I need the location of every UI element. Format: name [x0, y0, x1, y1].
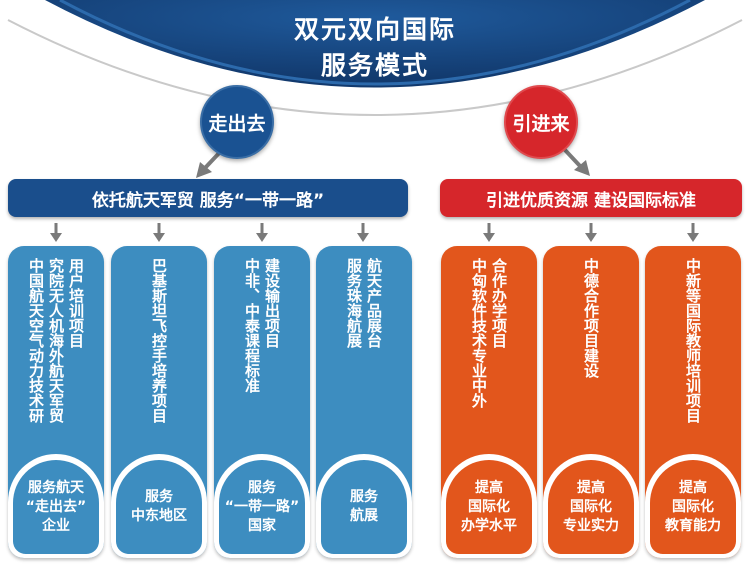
project-line: 服务珠海航展: [345, 258, 363, 348]
column-arrow-4: [357, 223, 369, 242]
goal-line: 提高: [475, 479, 503, 496]
goal-text-2: 服务 中东地区: [116, 460, 202, 554]
project-line: 中新等国际教师培训项目: [684, 258, 702, 423]
project-text-1: 中国航天空气动力技术研 究院无人机海外航天军贸 用户培训项目: [8, 258, 104, 468]
column-arrows: [50, 223, 699, 242]
project-text-4: 服务珠海航展 航天产品展台: [316, 258, 412, 468]
project-text-2: 巴基斯坦飞控手培养项目: [111, 258, 207, 468]
project-line: 究院无人机海外航天军贸: [47, 258, 65, 423]
project-line: 中匈软件技术专业中外: [470, 258, 488, 408]
goal-cap-5: 提高 国际化 办学水平: [441, 454, 537, 558]
goal-line: 服务航天: [28, 479, 84, 496]
outer-arc: [7, 19, 743, 116]
go-out-circle: 走出去: [200, 85, 274, 159]
project-column-5: 中匈软件技术专业中外 合作办学项目 提高 国际化 办学水平: [441, 246, 537, 558]
project-line: 巴基斯坦飞控手培养项目: [150, 258, 168, 423]
project-column-7: 中新等国际教师培训项目 提高 国际化 教育能力: [645, 246, 741, 558]
dome-highlight: [59, 0, 691, 86]
goal-line: 教育能力: [665, 517, 721, 534]
goal-line: “走出去”: [25, 498, 87, 515]
goal-line: 中东地区: [131, 508, 187, 524]
project-line: 合作办学项目: [490, 258, 508, 348]
project-line: 建设输出项目: [263, 258, 281, 348]
project-line: 中德合作项目建设: [582, 258, 600, 378]
goal-text-4: 服务 航展: [321, 460, 407, 554]
left-banner: 依托航天军贸 服务“一带一路”: [8, 179, 408, 217]
project-column-1: 中国航天空气动力技术研 究院无人机海外航天军贸 用户培训项目 服务航天 “走出去…: [8, 246, 104, 558]
goal-line: 服务: [248, 479, 276, 496]
goal-cap-6: 提高 国际化 专业实力: [543, 454, 639, 558]
goal-line: 提高: [577, 479, 605, 496]
goal-line: 提高: [679, 479, 707, 496]
project-column-2: 巴基斯坦飞控手培养项目 服务 中东地区: [111, 246, 207, 558]
bring-in-circle: 引进来: [504, 85, 578, 159]
goal-line: 服务: [350, 489, 378, 505]
column-arrow-1: [50, 223, 62, 242]
goal-line: 国家: [248, 517, 276, 534]
project-line: 中国航天空气动力技术研: [27, 258, 45, 423]
goal-line: 办学水平: [461, 517, 517, 534]
project-text-7: 中新等国际教师培训项目: [645, 258, 741, 468]
right-banner: 引进优质资源 建设国际标准: [440, 179, 742, 217]
title-line-2: 服务模式: [320, 51, 429, 80]
goal-text-7: 提高 国际化 教育能力: [650, 460, 736, 554]
project-column-3: 中非、中泰课程标准 建设输出项目 服务 “一带一路” 国家: [214, 246, 310, 558]
title-line-1: 双元双向国际: [293, 15, 456, 44]
goal-line: 国际化: [672, 498, 714, 515]
goal-cap-1: 服务航天 “走出去” 企业: [8, 454, 104, 558]
goal-line: 专业实力: [563, 517, 619, 534]
bring-in-label: 引进来: [512, 112, 570, 135]
project-text-5: 中匈软件技术专业中外 合作办学项目: [441, 258, 537, 468]
goal-line: 国际化: [468, 498, 510, 515]
goal-text-5: 提高 国际化 办学水平: [446, 460, 532, 554]
column-arrow-3: [256, 223, 268, 242]
goal-text-3: 服务 “一带一路” 国家: [219, 460, 305, 554]
project-column-4: 服务珠海航展 航天产品展台 服务 航展: [316, 246, 412, 558]
goal-text-1: 服务航天 “走出去” 企业: [13, 460, 99, 554]
project-line: 用户培训项目: [67, 258, 85, 348]
right-banner-text: 引进优质资源 建设国际标准: [486, 190, 696, 211]
goal-cap-7: 提高 国际化 教育能力: [645, 454, 741, 558]
project-line: 航天产品展台: [365, 258, 383, 348]
left-diagonal-arrowhead: [196, 162, 212, 178]
diagram-title: 双元双向国际 服务模式: [225, 12, 525, 84]
goal-line: 服务: [145, 489, 173, 505]
column-arrow-5: [483, 223, 495, 242]
column-arrow-6: [585, 223, 597, 242]
goal-line: “一带一路”: [224, 498, 300, 515]
goal-cap-2: 服务 中东地区: [111, 454, 207, 558]
goal-line: 国际化: [570, 498, 612, 515]
column-arrow-2: [153, 223, 165, 242]
project-line: 中非、中泰课程标准: [243, 258, 261, 393]
goal-cap-3: 服务 “一带一路” 国家: [214, 454, 310, 558]
go-out-label: 走出去: [208, 112, 266, 135]
goal-line: 航展: [350, 508, 378, 524]
goal-cap-4: 服务 航展: [316, 454, 412, 558]
top-dome: [45, 0, 705, 88]
project-column-6: 中德合作项目建设 提高 国际化 专业实力: [543, 246, 639, 558]
goal-line: 企业: [42, 517, 70, 534]
project-text-6: 中德合作项目建设: [543, 258, 639, 468]
goal-text-6: 提高 国际化 专业实力: [548, 460, 634, 554]
project-text-3: 中非、中泰课程标准 建设输出项目: [214, 258, 310, 468]
left-banner-text: 依托航天军贸 服务“一带一路”: [91, 190, 325, 211]
right-diagonal-line: [563, 148, 582, 168]
column-arrow-7: [687, 223, 699, 242]
right-diagonal-arrowhead: [574, 160, 590, 176]
